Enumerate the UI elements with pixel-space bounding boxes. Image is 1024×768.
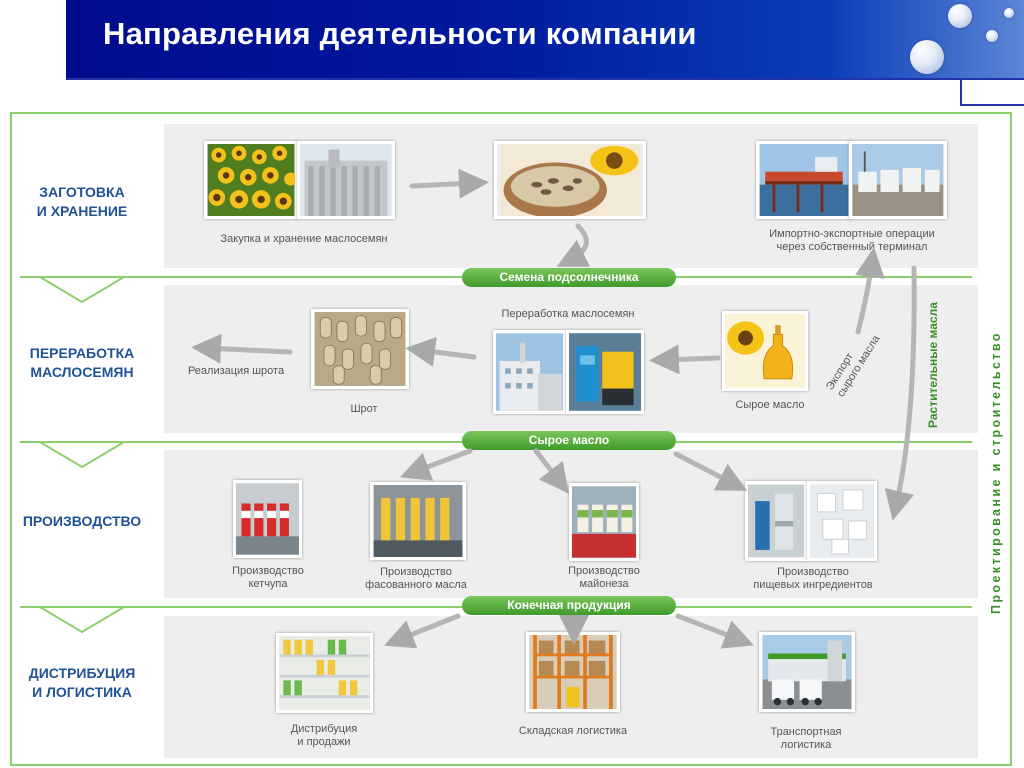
decor-bubble-small xyxy=(986,30,998,42)
side-label-design-construction: Проектирование и строительство xyxy=(989,331,1003,614)
food-ingredients-equipment-photo xyxy=(745,481,807,561)
pill-raw-oil: Сырое масло xyxy=(462,431,676,450)
transport-trucks-photo xyxy=(759,632,855,712)
caption-meal-sale: Реализация шрота xyxy=(187,365,285,377)
raw-oil-photo xyxy=(722,311,808,391)
caption-import-export: Импортно-экспортные операции через собст… xyxy=(769,228,935,253)
pill-final-products: Конечная продукция xyxy=(462,596,676,615)
bottled-oil-production-photo xyxy=(370,482,466,560)
caption-food-ingredients: Производство пищевых ингредиентов xyxy=(753,566,873,591)
pill-sunflower-seeds: Семена подсолнечника xyxy=(462,268,676,287)
caption-meal: Шрот xyxy=(350,403,378,415)
header-corner-line xyxy=(960,78,962,106)
caption-raw-oil: Сырое масло xyxy=(735,399,805,411)
caption-seed-processing: Переработка маслосемян xyxy=(501,308,635,320)
caption-distribution-sales: Дистрибуция и продажи xyxy=(290,723,358,748)
decor-bubble-tiny xyxy=(1004,8,1014,18)
caption-warehouse-logistics: Складская логистика xyxy=(518,725,628,737)
caption-mayonnaise: Производство майонеза xyxy=(568,565,640,590)
stage-label-production: ПРОИЗВОДСТВО xyxy=(22,513,142,529)
food-ingredients-cubes-photo xyxy=(807,481,877,561)
ketchup-production-photo xyxy=(233,480,302,558)
terminal-port-photo xyxy=(756,141,852,219)
header-bar xyxy=(66,0,1024,78)
decor-bubble-large xyxy=(910,40,944,74)
grain-silos-photo xyxy=(297,141,395,219)
stage-label-procurement: ЗАГОТОВКА И ХРАНЕНИЕ xyxy=(36,184,128,219)
oil-tanks-photo xyxy=(849,141,947,219)
side-label-vegetable-oils: Растительные масла xyxy=(926,302,940,428)
header-divider xyxy=(66,78,1024,80)
caption-ketchup: Производство кетчупа xyxy=(232,565,304,590)
retail-shelves-photo xyxy=(276,633,373,713)
caption-bottled-oil: Производство фасованного масла xyxy=(365,566,467,591)
slide-title: Направления деятельности компании xyxy=(103,16,697,51)
sunflower-seeds-photo xyxy=(494,141,646,219)
stage-label-distribution: ДИСТРИБУЦИЯ И ЛОГИСТИКА xyxy=(28,665,136,700)
processing-equipment-photo xyxy=(566,330,644,414)
mayonnaise-production-photo xyxy=(569,483,639,561)
header-corner-line-h xyxy=(960,104,1024,106)
sunflower-field-photo xyxy=(204,141,298,219)
processing-plant-photo xyxy=(493,330,566,414)
decor-bubble-medium xyxy=(948,4,972,28)
stage-label-processing: ПЕРЕРАБОТКА МАСЛОСЕМЯН xyxy=(29,345,135,380)
warehouse-racks-photo xyxy=(526,632,620,712)
caption-transport-logistics: Транспортная логистика xyxy=(770,726,842,751)
meal-pellets-photo xyxy=(311,309,409,389)
caption-seed-purchase: Закупка и хранение маслосемян xyxy=(220,233,388,245)
